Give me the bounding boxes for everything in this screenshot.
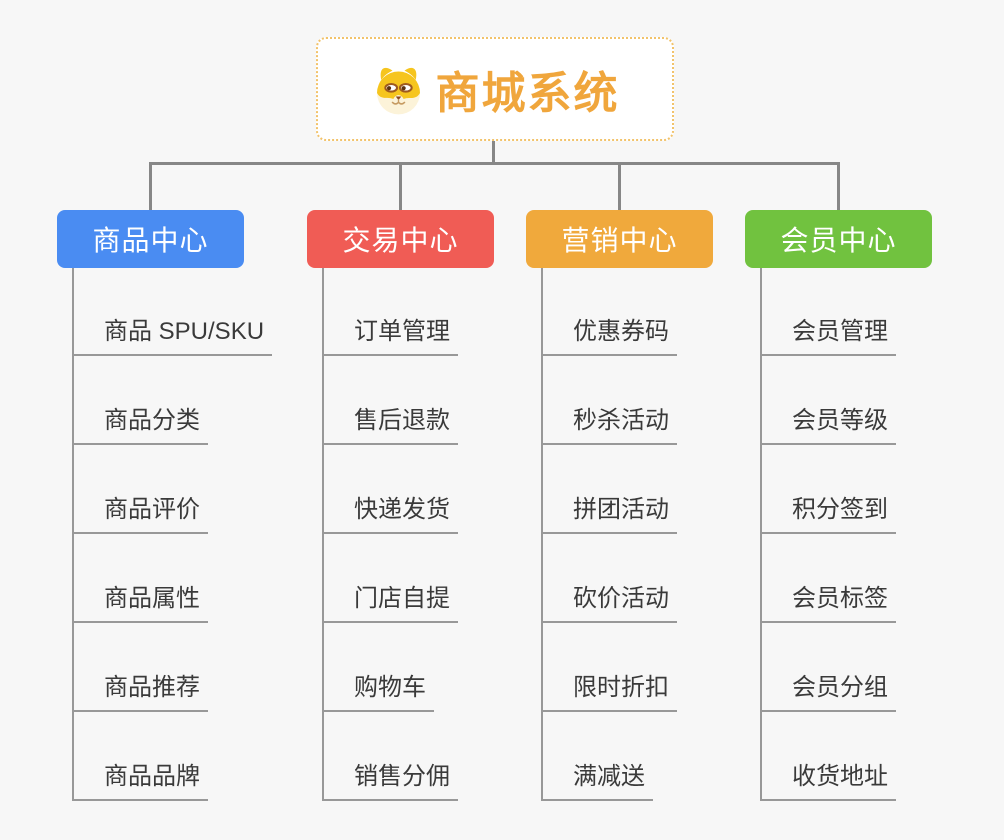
child-node[interactable]: 商品属性 [72,583,208,623]
children-member-center: 会员管理 会员等级 积分签到 会员标签 会员分组 收货地址 [760,268,995,808]
child-node[interactable]: 会员标签 [760,583,896,623]
child-node[interactable]: 砍价活动 [541,583,677,623]
child-node[interactable]: 收货地址 [760,761,896,801]
child-node[interactable]: 商品推荐 [72,672,208,712]
child-node[interactable]: 会员等级 [760,405,896,445]
child-node[interactable]: 订单管理 [322,316,458,356]
child-node[interactable]: 快递发货 [322,494,458,534]
branch-member-center[interactable]: 会员中心 [745,210,932,268]
child-node[interactable]: 门店自提 [322,583,458,623]
child-node[interactable]: 会员管理 [760,316,896,356]
child-node[interactable]: 售后退款 [322,405,458,445]
root-node[interactable]: 商城系统 [316,37,674,141]
connector-drop-marketing [618,162,621,210]
spine-trade-center [322,268,324,801]
child-node[interactable]: 会员分组 [760,672,896,712]
child-node[interactable]: 商品评价 [72,494,208,534]
child-node[interactable]: 商品品牌 [72,761,208,801]
children-marketing-center: 优惠券码 秒杀活动 拼团活动 砍价活动 限时折扣 满减送 [541,268,776,808]
spine-product-center [72,268,74,801]
children-trade-center: 订单管理 售后退款 快递发货 门店自提 购物车 销售分佣 [322,268,557,808]
dog-face-icon [376,67,420,114]
connector-root-stub [492,141,495,163]
child-node[interactable]: 商品 SPU/SKU [72,316,273,356]
connector-drop-member [837,162,840,210]
child-node[interactable]: 满减送 [541,761,653,801]
child-node[interactable]: 积分签到 [760,494,896,534]
child-node[interactable]: 购物车 [322,672,434,712]
connector-drop-trade [399,162,402,210]
child-node[interactable]: 拼团活动 [541,494,677,534]
connector-drop-product [149,162,152,210]
spine-marketing-center [541,268,543,801]
child-node[interactable]: 秒杀活动 [541,405,677,445]
child-node[interactable]: 优惠券码 [541,316,677,356]
branch-product-center[interactable]: 商品中心 [57,210,244,268]
child-node[interactable]: 商品分类 [72,405,208,445]
child-node[interactable]: 销售分佣 [322,761,458,801]
children-product-center: 商品 SPU/SKU 商品分类 商品评价 商品属性 商品推荐 商品品牌 [72,268,307,808]
branch-trade-center[interactable]: 交易中心 [307,210,494,268]
connector-horizontal-bus [149,162,840,165]
spine-member-center [760,268,762,801]
child-node[interactable]: 限时折扣 [541,672,677,712]
branch-marketing-center[interactable]: 营销中心 [526,210,713,268]
root-title: 商城系统 [435,69,620,118]
